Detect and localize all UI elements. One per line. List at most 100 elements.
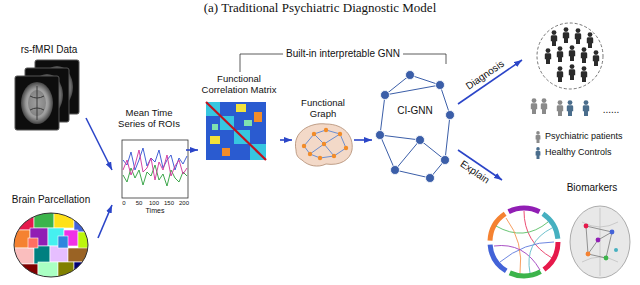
- legend-text: Psychiatric patients: [545, 131, 623, 141]
- parcellation-brain: [50, 246, 68, 262]
- chord-diagram: [494, 246, 540, 271]
- flow-arrow: [280, 139, 292, 141]
- axis-title: Times: [146, 207, 165, 215]
- patient-crowd: [569, 45, 575, 61]
- patient-crowd: [563, 27, 569, 43]
- gnn-graph: [380, 135, 395, 170]
- axis-tick: 100: [149, 200, 159, 207]
- gnn-graph: [445, 115, 450, 160]
- axis-tick: 150: [164, 200, 174, 207]
- chord-diagram: [490, 208, 558, 276]
- correlation-matrix: [206, 102, 266, 160]
- gnn-graph: [406, 71, 415, 80]
- brain-outline: [14, 213, 88, 277]
- patient-crowd: [545, 48, 551, 64]
- functional-graph-brain: [308, 152, 312, 156]
- correlation-matrix: [236, 104, 246, 112]
- correlation-matrix: [210, 136, 220, 144]
- fmri-scans: [30, 86, 44, 120]
- gnn-graph: [376, 131, 385, 140]
- parcellation-brain: [14, 212, 90, 280]
- glass-brain: [614, 248, 618, 252]
- node-label: CI-GNN: [372, 105, 458, 117]
- functional-graph-brain: [324, 134, 340, 144]
- correlation-matrix: [206, 102, 266, 160]
- functional-graph-brain: [302, 128, 348, 160]
- patient-crowd: [536, 131, 541, 143]
- glass-brain: [598, 232, 612, 240]
- axis-tick: 200: [179, 200, 189, 207]
- node-label: rs-fMRI Data: [12, 44, 86, 56]
- flow-arrow: [98, 205, 112, 238]
- gnn-graph: [391, 166, 400, 175]
- time-series-plot: [122, 140, 188, 198]
- correlation-matrix: [254, 112, 262, 122]
- chord-diagram: [490, 208, 558, 276]
- parcellation-brain: [14, 264, 38, 280]
- chord-diagram: [500, 242, 554, 262]
- parcellation-brain: [14, 248, 34, 264]
- flow-arrow: [354, 139, 372, 141]
- patient-crowd: [575, 28, 581, 44]
- gnn-graph: [395, 140, 420, 170]
- glass-brain: [596, 238, 601, 243]
- node-label: Brain Parcellation: [4, 194, 98, 206]
- glass-brain: [586, 252, 591, 257]
- node-label: Functional Correlation Matrix: [198, 74, 280, 96]
- parcellation-brain: [74, 262, 90, 280]
- parcellation-brain: [28, 238, 38, 248]
- chord-diagram: [490, 208, 558, 276]
- glass-brain: [604, 256, 609, 261]
- node-label: Functional Graph: [292, 98, 354, 120]
- chord-diagram: [506, 218, 521, 273]
- gnn-graph: [376, 71, 455, 183]
- fmri-scans: [21, 82, 53, 124]
- gnn-graph: [395, 170, 430, 178]
- patient-crowd: [557, 66, 563, 82]
- correlation-matrix: [244, 120, 252, 126]
- patient-crowd: [537, 23, 603, 89]
- glass-brain: [606, 232, 612, 258]
- gnn-graph: [381, 91, 390, 100]
- functional-graph-brain: [302, 144, 306, 148]
- functional-graph-brain: [338, 132, 342, 136]
- patient-crowd: [557, 100, 563, 116]
- functional-graph-brain: [295, 124, 352, 166]
- bracket-label: Built-in interpretable GNN: [283, 48, 403, 60]
- patient-crowd: [531, 98, 563, 116]
- gnn-graph: [416, 136, 425, 145]
- gnn-graph: [380, 135, 420, 140]
- patient-crowd: [581, 47, 587, 63]
- patient-crowd: [583, 100, 589, 116]
- parcellation-brain: [34, 246, 50, 264]
- functional-graph-brain: [324, 144, 334, 156]
- flow-arrow: [86, 118, 112, 170]
- patient-crowd: [545, 27, 599, 82]
- subject-group: ......: [522, 22, 632, 128]
- functional-graph-brain: [312, 132, 316, 136]
- correlation-matrix: [222, 148, 230, 156]
- gnn-graph: [436, 81, 445, 90]
- glass-brain: [570, 206, 630, 278]
- time-series-plot: [122, 140, 188, 198]
- glass-brain: [584, 224, 589, 229]
- matrix-panel: Functional Correlation Matrix: [198, 74, 280, 164]
- node-label: Biomarkers: [554, 182, 630, 194]
- patient-crowd: [581, 66, 587, 82]
- gnn-graph: [426, 174, 435, 183]
- gnn-graph: [446, 111, 455, 120]
- glass-brain: [582, 208, 618, 276]
- gnn-panel: CI-GNN: [372, 66, 458, 186]
- glass-brain: [610, 230, 615, 235]
- patient-crowd: [587, 32, 593, 48]
- chord-diagram: [490, 208, 558, 276]
- functional-graph-brain: [344, 146, 348, 150]
- gnn-graph: [380, 75, 450, 178]
- glass-brain: [586, 226, 612, 258]
- fmri-data-panel: rs-fMRI Data: [12, 44, 86, 134]
- chord-diagram: [490, 208, 558, 276]
- time-series-plot: [123, 165, 187, 186]
